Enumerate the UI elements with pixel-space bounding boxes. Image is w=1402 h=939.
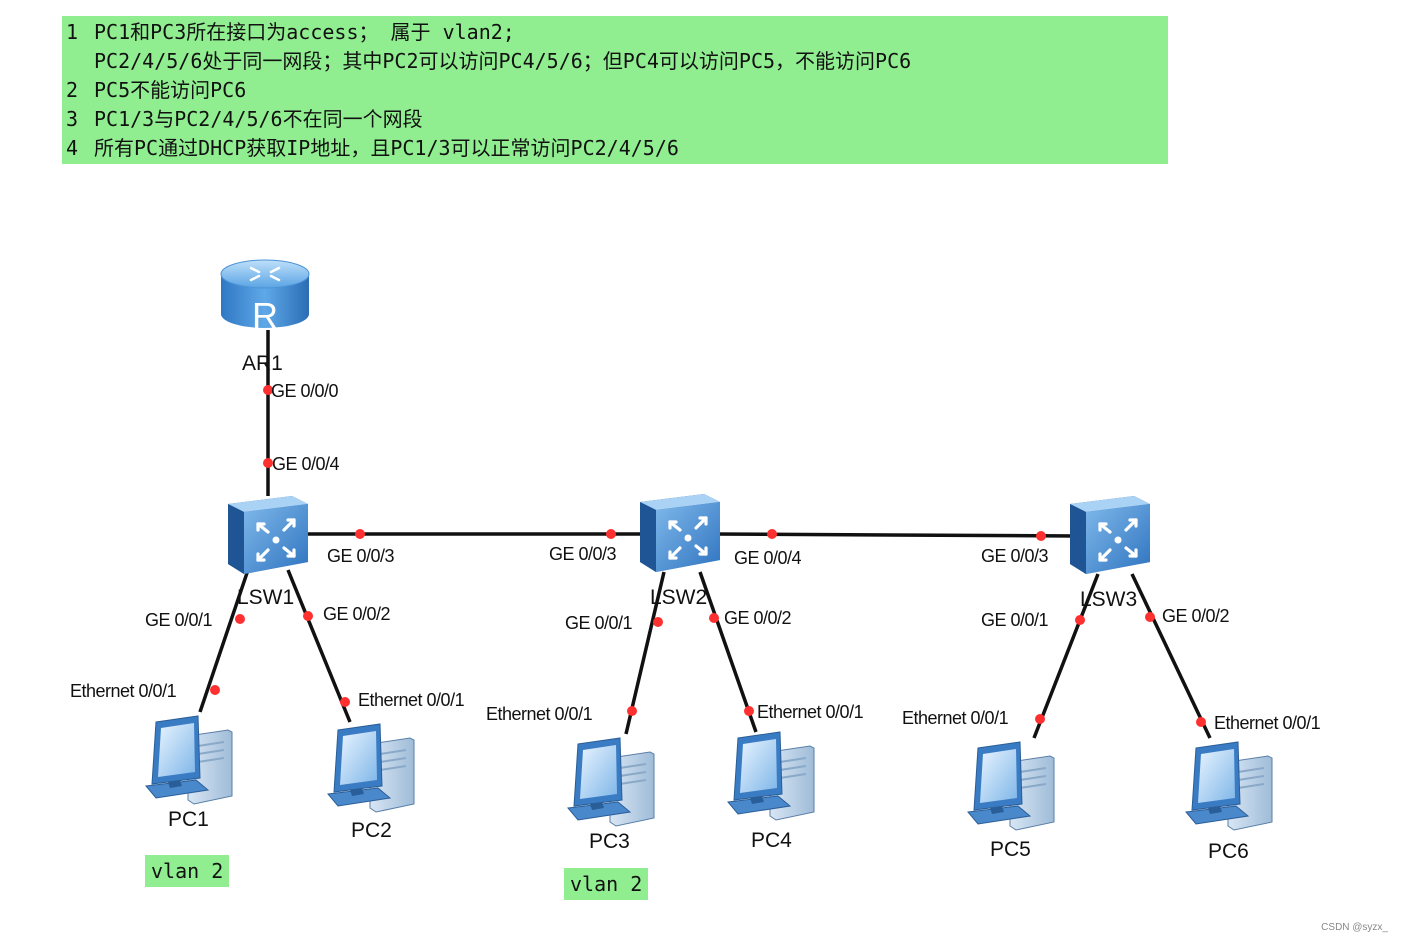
- pc-icon[interactable]: [1185, 741, 1273, 831]
- link-lsw1-pc2: [286, 569, 352, 723]
- port-dot: [1196, 717, 1206, 727]
- requirement-number: 4: [66, 136, 79, 160]
- port-dot: [263, 458, 273, 468]
- port-label: GE 0/0/4: [734, 548, 802, 568]
- svg-text:R: R: [252, 295, 278, 336]
- port-label: Ethernet 0/0/1: [902, 708, 1009, 728]
- port-label: Ethernet 0/0/1: [486, 704, 593, 724]
- requirement-text: PC1/3与PC2/4/5/6不在同一个网段: [94, 107, 423, 131]
- link-lsw3-pc6: [1130, 573, 1212, 739]
- watermark: CSDN @syzx_: [1321, 922, 1388, 933]
- pc-icon[interactable]: [145, 715, 233, 805]
- switch-label: LSW3: [1080, 588, 1137, 611]
- link-lsw2-lsw3: [711, 532, 1077, 538]
- vlan-tag: vlan 2: [564, 868, 649, 900]
- vlan-tag: vlan 2: [145, 855, 230, 887]
- link-lsw1-pc1: [198, 569, 250, 713]
- port-label: GE 0/0/2: [724, 608, 792, 628]
- port-dot: [1145, 612, 1155, 622]
- port-label: GE 0/0/4: [272, 454, 340, 474]
- port-label: GE 0/0/1: [145, 610, 213, 630]
- pc-label: PC6: [1208, 840, 1249, 863]
- requirement-line: PC2/4/5/6处于同一网段；其中PC2可以访问PC4/5/6；但PC4可以访…: [66, 47, 1164, 76]
- requirement-number: 2: [66, 78, 79, 102]
- port-dot: [744, 706, 754, 716]
- port-label: GE 0/0/1: [981, 610, 1049, 630]
- switch-label: LSW2: [650, 586, 707, 609]
- port-label: Ethernet 0/0/1: [757, 702, 864, 722]
- pc-icon[interactable]: [967, 741, 1055, 831]
- pc-icon[interactable]: [727, 731, 815, 821]
- port-label: Ethernet 0/0/1: [70, 681, 177, 701]
- pc-label: PC4: [751, 829, 792, 852]
- port-label: GE 0/0/0: [271, 381, 339, 401]
- port-dot: [627, 706, 637, 716]
- requirement-text: 所有PC通过DHCP获取IP地址，且PC1/3可以正常访问PC2/4/5/6: [94, 136, 679, 160]
- switch-label: LSW1: [237, 586, 294, 609]
- router-label: AR1: [242, 352, 283, 375]
- link-lsw2-pc4: [698, 571, 758, 733]
- switch-icon[interactable]: [1068, 494, 1152, 576]
- switch-icon[interactable]: [226, 494, 310, 576]
- pc-icon[interactable]: [327, 723, 415, 813]
- port-dot: [1036, 531, 1046, 541]
- router-icon[interactable]: R: [220, 259, 310, 336]
- port-dot: [1075, 615, 1085, 625]
- port-dot: [303, 611, 313, 621]
- port-dot: [606, 529, 616, 539]
- requirement-number: 3: [66, 107, 79, 131]
- port-dots: [210, 385, 1206, 727]
- port-label: GE 0/0/3: [327, 546, 395, 566]
- port-dot: [235, 614, 245, 624]
- pc-label: PC1: [168, 808, 209, 831]
- port-label: Ethernet 0/0/1: [1214, 713, 1321, 733]
- port-dot: [263, 385, 273, 395]
- port-dot: [653, 617, 663, 627]
- port-label: GE 0/0/3: [549, 544, 617, 564]
- port-dot: [340, 697, 350, 707]
- port-label: GE 0/0/2: [323, 604, 391, 624]
- port-label: GE 0/0/2: [1162, 606, 1230, 626]
- pc-label: PC2: [351, 819, 392, 842]
- port-dot: [210, 685, 220, 695]
- pc-label: PC5: [990, 838, 1031, 861]
- requirement-number: 1: [66, 20, 79, 44]
- pc-label: PC3: [589, 830, 630, 853]
- requirement-line: 4 所有PC通过DHCP获取IP地址，且PC1/3可以正常访问PC2/4/5/6: [66, 134, 1164, 163]
- link-lsw3-pc5: [1032, 573, 1100, 739]
- port-label: GE 0/0/3: [981, 546, 1049, 566]
- switch-icon[interactable]: [638, 492, 722, 574]
- requirement-line: 2 PC5不能访问PC6: [66, 76, 1164, 105]
- port-dot: [767, 529, 777, 539]
- port-label: Ethernet 0/0/1: [358, 690, 465, 710]
- port-dot: [1035, 714, 1045, 724]
- requirement-line: 1 PC1和PC3所在接口为access； 属于 vlan2;: [66, 18, 1164, 47]
- pc-icon[interactable]: [567, 737, 655, 827]
- requirement-text: PC2/4/5/6处于同一网段；其中PC2可以访问PC4/5/6；但PC4可以访…: [94, 49, 912, 73]
- port-dot: [709, 613, 719, 623]
- port-label: GE 0/0/1: [565, 613, 633, 633]
- requirement-text: PC1和PC3所在接口为access； 属于 vlan2;: [94, 20, 515, 44]
- requirement-text: PC5不能访问PC6: [94, 78, 247, 102]
- requirement-line: 3 PC1/3与PC2/4/5/6不在同一个网段: [66, 105, 1164, 134]
- port-dot: [355, 529, 365, 539]
- requirements-box: 1 PC1和PC3所在接口为access； 属于 vlan2; PC2/4/5/…: [62, 16, 1168, 164]
